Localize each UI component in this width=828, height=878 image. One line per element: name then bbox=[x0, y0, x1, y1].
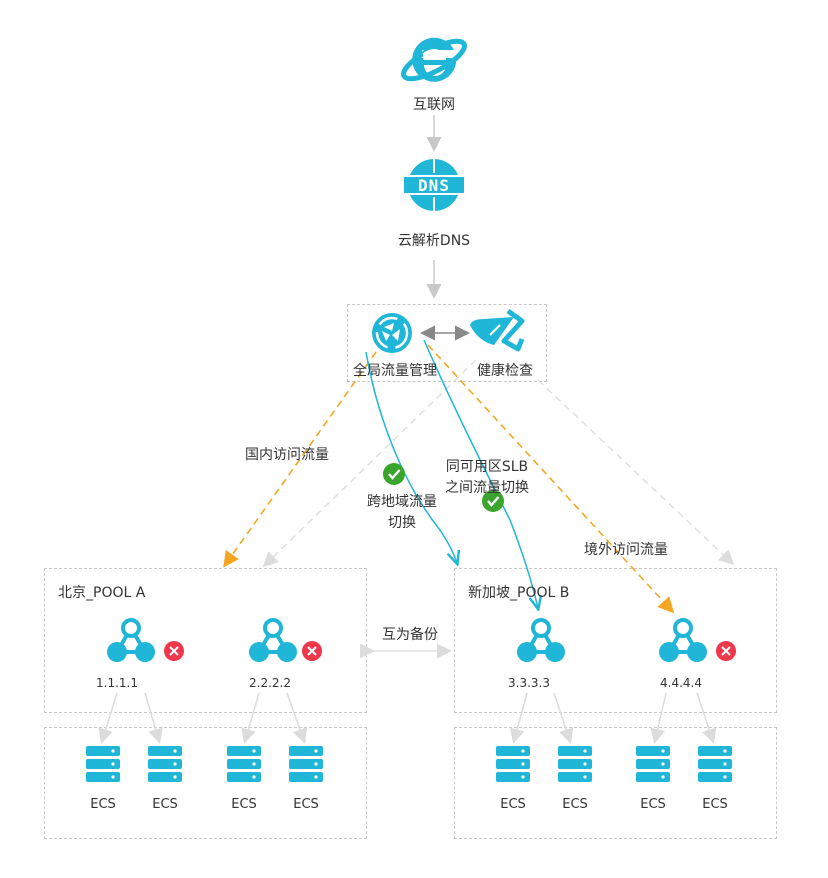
pool-a-box bbox=[44, 568, 367, 713]
ecs-b-box bbox=[454, 727, 777, 839]
health-check-label: 健康检查 bbox=[477, 363, 533, 379]
slb-ip-3: 3.3.3.3 bbox=[508, 676, 550, 690]
slb3-ecs2-arrow bbox=[553, 692, 574, 744]
slb-icon-1 bbox=[105, 618, 157, 664]
health-to-pool-b-line bbox=[537, 379, 735, 566]
slb1-ecs1-arrow bbox=[98, 692, 118, 744]
ecs-label-1: ECS bbox=[90, 797, 116, 812]
ecs-icon-5 bbox=[496, 746, 530, 782]
cross-region-failover-line bbox=[365, 351, 457, 563]
traffic-manager-icon bbox=[372, 313, 412, 353]
ecs-icon-7 bbox=[636, 746, 670, 782]
slb2-ecs1-arrow bbox=[241, 692, 260, 744]
failed-icon-4 bbox=[715, 640, 737, 662]
slb4-ecs1-arrow bbox=[650, 692, 667, 744]
ecs-label-8: ECS bbox=[702, 797, 728, 812]
cross-region-label: 跨地域流量 切换 bbox=[367, 492, 437, 534]
health-to-pool-a-line bbox=[262, 359, 477, 568]
gtm-box bbox=[347, 304, 547, 382]
overseas-flow-label: 境外访问流量 bbox=[584, 542, 668, 558]
ecs-a-box bbox=[44, 727, 367, 839]
ecs-label-3: ECS bbox=[231, 797, 257, 812]
slb4-ecs2-arrow bbox=[696, 692, 717, 744]
slb2-ecs2-arrow bbox=[286, 692, 308, 744]
ecs-label-4: ECS bbox=[293, 797, 319, 812]
dns-label: 云解析DNS bbox=[397, 233, 471, 249]
failed-icon-1 bbox=[163, 640, 185, 662]
domestic-flow-line bbox=[223, 351, 377, 568]
traffic-manager-label: 全局流量管理 bbox=[353, 363, 437, 379]
same-az-label: 同可用区SLB 之间流量切换 bbox=[445, 457, 529, 499]
slb-icon-2 bbox=[247, 618, 299, 664]
slb-icon-3 bbox=[515, 618, 567, 664]
ecs-icon-6 bbox=[558, 746, 592, 782]
ecs-icon-4 bbox=[289, 746, 323, 782]
ecs-label-2: ECS bbox=[152, 797, 178, 812]
slb-ip-2: 2.2.2.2 bbox=[249, 676, 291, 690]
health-check-icon bbox=[470, 308, 525, 352]
slb-icon-4 bbox=[657, 618, 709, 664]
domestic-flow-label: 国内访问流量 bbox=[245, 447, 329, 463]
overseas-flow-line bbox=[427, 344, 675, 614]
pool-b-title: 新加坡_POOL B bbox=[468, 585, 570, 601]
dns-icon: DNS bbox=[402, 157, 466, 213]
failed-icon-2 bbox=[301, 640, 323, 662]
ecs-icon-3 bbox=[227, 746, 261, 782]
same-az-label-line1: 同可用区SLB bbox=[445, 459, 529, 475]
ecs-icon-1 bbox=[86, 746, 120, 782]
ecs-icon-8 bbox=[698, 746, 732, 782]
pool-b-box bbox=[454, 568, 777, 713]
slb-ip-1: 1.1.1.1 bbox=[96, 676, 138, 690]
ecs-label-7: ECS bbox=[640, 797, 666, 812]
cross-region-label-line1: 跨地域流量 bbox=[367, 494, 437, 510]
ecs-label-5: ECS bbox=[500, 797, 526, 812]
internet-label: 互联网 bbox=[413, 97, 455, 113]
pool-a-title: 北京_POOL A bbox=[58, 585, 146, 601]
backup-label: 互为备份 bbox=[382, 627, 438, 643]
slb-ip-4: 4.4.4.4 bbox=[660, 676, 702, 690]
slb3-ecs1-arrow bbox=[509, 692, 528, 744]
svg-text:DNS: DNS bbox=[418, 176, 450, 195]
check-icon-cross-region bbox=[381, 461, 407, 487]
cross-region-label-line2: 切换 bbox=[388, 515, 416, 531]
internet-icon bbox=[401, 37, 467, 82]
same-az-label-line2: 之间流量切换 bbox=[445, 480, 529, 496]
ecs-label-6: ECS bbox=[562, 797, 588, 812]
slb1-ecs2-arrow bbox=[144, 692, 163, 744]
ecs-icon-2 bbox=[148, 746, 182, 782]
